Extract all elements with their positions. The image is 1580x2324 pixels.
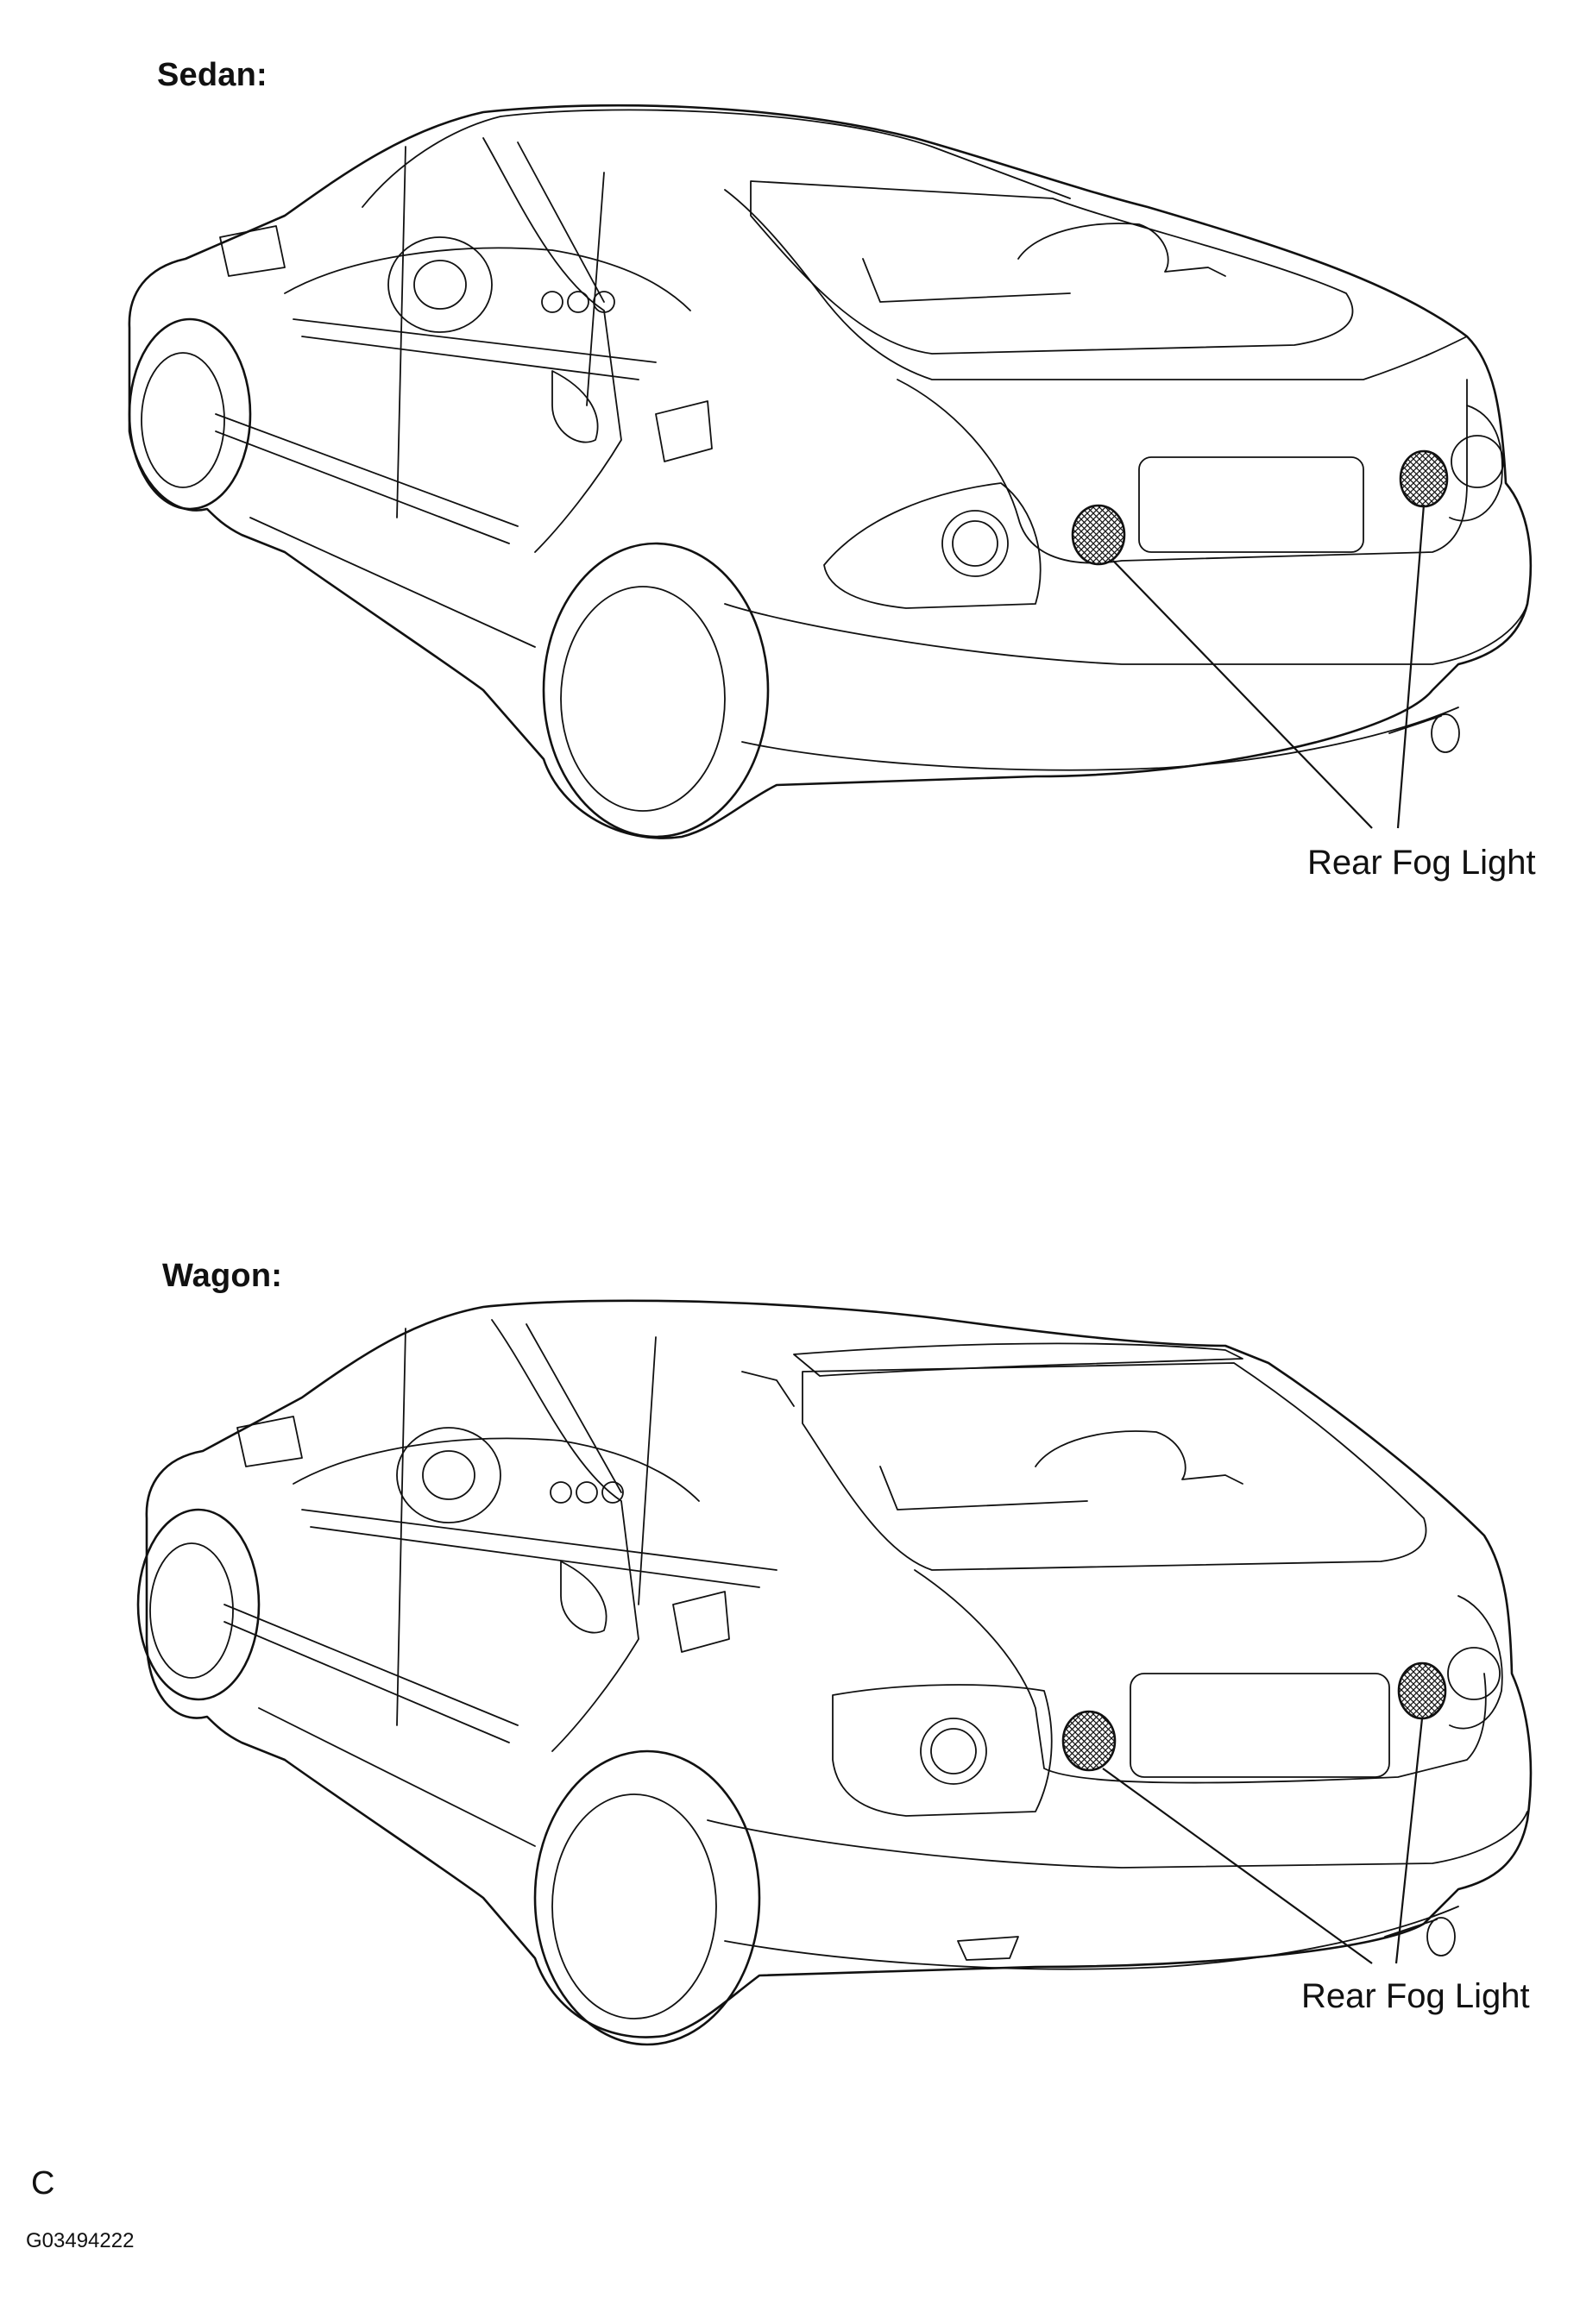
wagon-panel: Wagon: <box>0 1225 1580 2208</box>
wagon-callout-leader-left <box>1102 1768 1373 1964</box>
sedan-title: Sedan: <box>157 57 268 93</box>
section-code: C <box>31 2165 55 2202</box>
wagon-rear-fog-light-label: Rear Fog Light <box>1301 1977 1530 2015</box>
wagon-front-wheel <box>136 1508 261 1701</box>
figure-id: G03494222 <box>26 2229 135 2252</box>
sedan-callout-leader-right <box>1396 504 1426 829</box>
sedan-rear-fog-light-right <box>1399 449 1449 508</box>
sedan-panel: Sedan: <box>0 0 1580 1035</box>
wagon-title: Wagon: <box>162 1258 283 1294</box>
wagon-rear-fog-light-right <box>1397 1661 1447 1720</box>
wagon-rear-wheel <box>533 1749 761 2046</box>
sedan-callout-leader-left <box>1112 560 1373 829</box>
sedan-body-outline <box>128 104 1533 839</box>
sedan-rear-wheel <box>542 542 770 839</box>
sedan-car-illustration <box>128 104 1533 839</box>
wagon-body-outline <box>145 1299 1533 2038</box>
wagon-callout-leader-right <box>1394 1718 1424 1964</box>
sedan-rear-fog-light-left <box>1071 504 1126 566</box>
sedan-rear-fog-light-label: Rear Fog Light <box>1307 844 1536 882</box>
sedan-front-wheel <box>128 317 252 511</box>
wagon-car-illustration <box>136 1299 1533 2046</box>
wagon-rear-fog-light-left <box>1061 1710 1117 1772</box>
